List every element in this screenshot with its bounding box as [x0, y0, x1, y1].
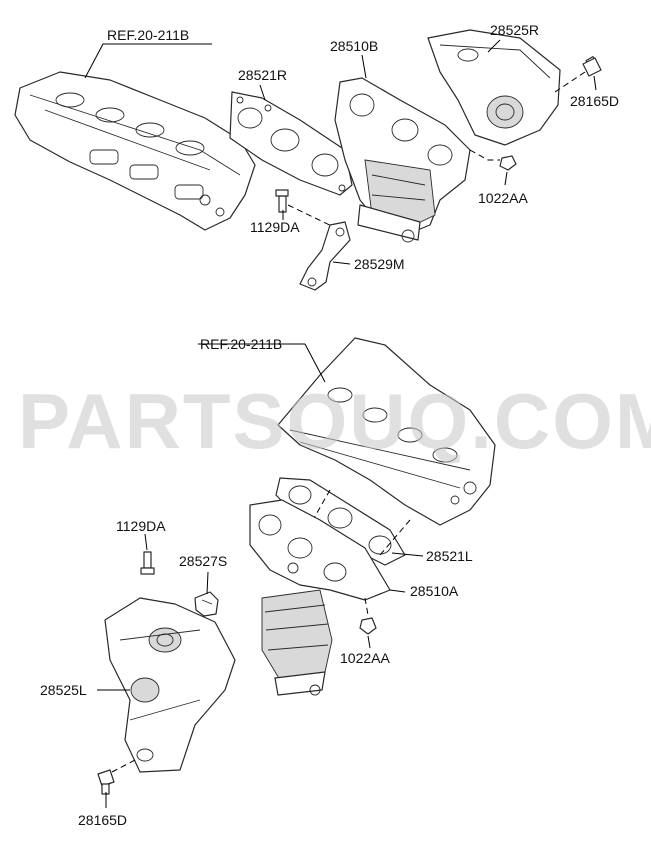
label-28525R: 28525R [490, 22, 539, 38]
gasket-28521R [229, 91, 353, 196]
nut-1022AA-bottom [359, 617, 377, 635]
bolt-1129DA-bottom [140, 551, 155, 575]
label-28510A: 28510A [410, 583, 459, 599]
label-1129DA-top: 1129DA [250, 219, 300, 235]
label-ref-bottom: REF.20-211B [200, 336, 282, 352]
label-28527S: 28527S [179, 553, 227, 569]
heat-shield-28525L [104, 597, 236, 773]
label-28165D-top: 28165D [570, 93, 619, 109]
label-1022AA-bottom: 1022AA [340, 650, 390, 666]
bracket-28529M [299, 221, 351, 291]
label-28525L: 28525L [40, 682, 87, 698]
bolt-28165D-bottom [97, 769, 115, 795]
exhaust-manifold-28510A [249, 499, 391, 696]
label-1129DA-bottom: 1129DA [116, 518, 166, 534]
dash-line [554, 71, 586, 93]
clip-28527S [194, 591, 219, 617]
dash-line [364, 597, 369, 616]
bolt-1129DA-top [275, 189, 289, 213]
leader-lines [84, 39, 597, 808]
nut-1022AA-top [499, 155, 517, 171]
heat-shield-28525R [427, 29, 561, 146]
bolt-28165D-top [582, 56, 602, 77]
label-28521L: 28521L [426, 548, 473, 564]
dash-line [379, 519, 411, 556]
label-28165D-bottom: 28165D [78, 812, 127, 828]
label-1022AA-top: 1022AA [478, 190, 528, 206]
label-28521R: 28521R [238, 67, 287, 83]
label-28510B: 28510B [330, 38, 378, 54]
cylinder-head-top [14, 71, 256, 231]
dash-line [469, 149, 500, 161]
label-ref-top: REF.20-211B [107, 27, 189, 43]
watermark-text: PARTSOUQ.COM [18, 377, 651, 465]
label-28529M: 28529M [354, 256, 405, 272]
dash-line [111, 759, 136, 773]
exhaust-manifold-28510B [334, 77, 471, 243]
cylinder-head-bottom [277, 337, 496, 526]
